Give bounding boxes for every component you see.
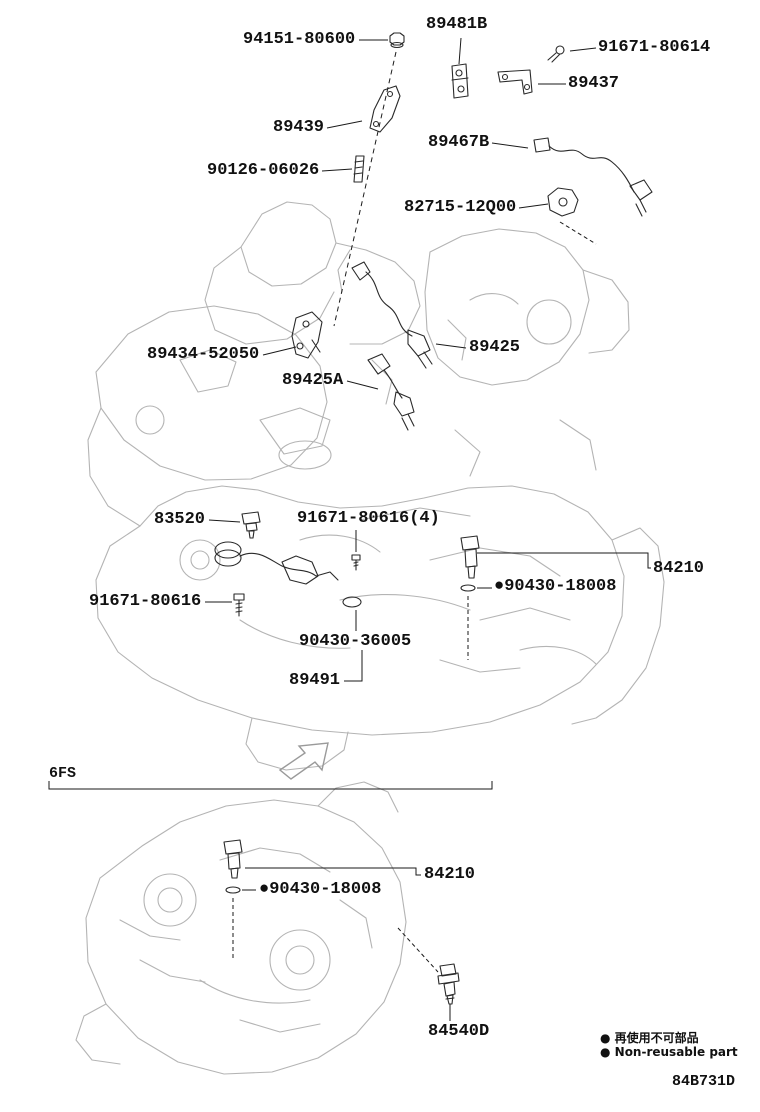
part-label-89467B[interactable]: 89467B <box>428 133 490 152</box>
part-label-90430-18008-top[interactable]: ●90430-18008 <box>494 577 617 596</box>
oxygen-sensor-89467B-icon <box>533 137 653 217</box>
part-label-89481B[interactable]: 89481B <box>426 15 488 34</box>
bolt-91671-80616x4-icon <box>351 554 361 571</box>
section-label-6fs: 6FS <box>49 765 77 782</box>
legend-non-reusable-jp: ● 再使用不可部品 <box>600 1031 699 1045</box>
bracket-89437-icon <box>497 69 533 95</box>
part-label-89439[interactable]: 89439 <box>273 118 325 137</box>
engine-line-art <box>75 201 665 1075</box>
drawing-code: 84B731D <box>672 1073 736 1090</box>
speed-sensor-84210-top-icon <box>460 535 480 579</box>
bracket-89439-icon <box>369 85 401 133</box>
part-label-89425[interactable]: 89425 <box>469 338 521 357</box>
nut-icon <box>389 32 405 49</box>
part-label-91671-80616[interactable]: 91671-80616 <box>89 592 202 611</box>
part-label-89437[interactable]: 89437 <box>568 74 620 93</box>
washer-90430-18008-bottom-icon <box>225 886 241 894</box>
part-icons <box>214 32 653 1005</box>
sensor-89481B-icon <box>451 63 469 99</box>
part-label-91671-80614[interactable]: 91671-80614 <box>598 38 711 57</box>
part-label-89491[interactable]: 89491 <box>289 671 341 690</box>
legend-non-reusable-en: ● Non-reusable part <box>600 1045 738 1059</box>
direction-arrow-icon <box>278 742 329 780</box>
part-label-89434-52050[interactable]: 89434-52050 <box>147 345 260 364</box>
part-label-90430-36005[interactable]: 90430-36005 <box>299 632 412 651</box>
screw-91671-80614-icon <box>547 45 565 63</box>
part-label-84210-top[interactable]: 84210 <box>653 559 705 578</box>
switch-84540D-icon <box>437 963 460 1005</box>
part-label-89425A[interactable]: 89425A <box>282 371 344 390</box>
washer-90430-18008-top-icon <box>460 584 476 592</box>
oxygen-sensor-89425A-icon <box>367 353 415 431</box>
part-label-84540D[interactable]: 84540D <box>428 1022 490 1041</box>
bolt-91671-80616-icon <box>233 593 245 617</box>
part-label-94151-80600[interactable]: 94151-80600 <box>243 30 356 49</box>
part-label-90430-18008-bottom[interactable]: ●90430-18008 <box>259 880 382 899</box>
spacer-90126-icon <box>353 155 365 183</box>
speed-sensor-84210-bottom-icon <box>223 839 243 879</box>
part-label-84210-bottom[interactable]: 84210 <box>424 865 476 884</box>
part-label-82715-12Q00[interactable]: 82715-12Q00 <box>404 198 517 217</box>
switch-83520-icon <box>241 511 261 539</box>
part-label-91671-80616x4[interactable]: 91671-80616(4) <box>297 509 440 528</box>
bracket-89434-icon <box>291 311 323 359</box>
harness-bracket-89491-icon <box>214 541 339 585</box>
clamp-82715-icon <box>547 187 579 217</box>
leader-lines <box>48 37 651 1021</box>
oxygen-sensor-89425-icon <box>351 261 433 369</box>
gasket-90430-36005-icon <box>342 596 362 608</box>
part-label-83520[interactable]: 83520 <box>154 510 206 529</box>
part-label-90126-06026[interactable]: 90126-06026 <box>207 161 320 180</box>
